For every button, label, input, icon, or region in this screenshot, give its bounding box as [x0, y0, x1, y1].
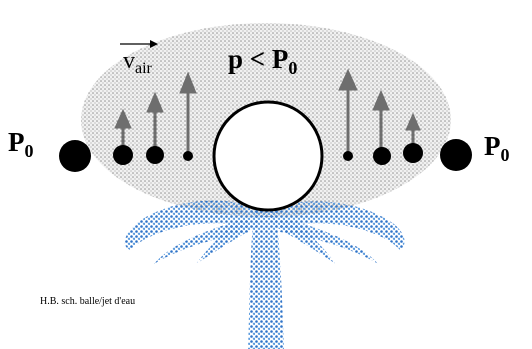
- particle-left-3: [183, 151, 193, 161]
- particle-left-far: [59, 140, 91, 172]
- particle-right-far: [440, 139, 472, 171]
- particle-right-2: [373, 147, 391, 165]
- ball: [214, 102, 322, 210]
- ambient-pressure-left-label: P0: [8, 127, 34, 161]
- particle-right-1: [403, 143, 423, 163]
- particle-left-2: [146, 146, 164, 164]
- particle-left-1: [113, 145, 133, 165]
- caption: H.B. sch. balle/jet d'eau: [40, 296, 135, 307]
- water-jet: [125, 201, 405, 349]
- low-pressure-label: p < P0: [228, 44, 297, 78]
- particle-right-3: [343, 151, 353, 161]
- ambient-pressure-right-label: P0: [484, 131, 510, 165]
